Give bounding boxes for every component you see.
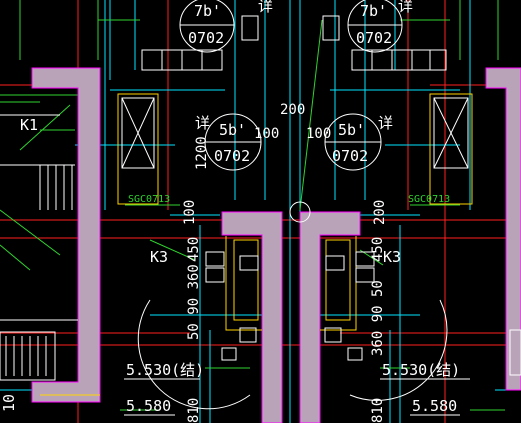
dim-lower-left: 810: [186, 398, 202, 423]
ref-top-right-detail: 7b': [360, 2, 387, 20]
dim-lower-right: 810: [370, 398, 386, 423]
tag-right-vent: K3: [383, 248, 401, 266]
edge-value-left: 10: [0, 394, 18, 412]
elevation-right-finish: 5.580: [412, 397, 457, 415]
dim-vertical-stack-right: 360 90 50: [370, 280, 386, 356]
dim-vertical-run-left: 450: [186, 237, 202, 262]
tag-left-sheet-ref: SGC0713: [128, 194, 170, 205]
green-leaders: [0, 0, 505, 411]
wall-sections: [31, 67, 521, 423]
elevation-left-structural: 5.530(结): [126, 361, 204, 379]
elevation-right-structural: 5.530(结): [382, 361, 460, 379]
ref-mid-right-sheet: 0702: [332, 147, 368, 165]
tag-left-room: K1: [20, 116, 38, 134]
elevation-markers: [124, 378, 470, 416]
detail-mark-right: 详: [378, 114, 393, 132]
ref-mid-left-detail: 5b': [219, 121, 246, 139]
tag-right-sheet-ref: SGC0713: [408, 194, 450, 205]
elevation-left-finish: 5.580: [126, 397, 171, 415]
reference-circles: [137, 0, 448, 410]
dim-right-small: 200: [372, 200, 388, 225]
detail-mark-left: 详: [195, 114, 210, 132]
ref-top-left-detail: 7b': [194, 2, 221, 20]
dim-right-offset: 100: [306, 126, 331, 142]
yellow-frames: [40, 93, 473, 396]
grille-boxes: [0, 15, 521, 381]
detail-mark-top-right: 详: [398, 0, 413, 15]
detail-mark-top-left: 详: [258, 0, 273, 15]
ref-mid-left-sheet: 0702: [214, 147, 250, 165]
dim-vertical-run-right: 450: [370, 237, 386, 262]
dim-vertical-stack-left: 50 90 360: [186, 264, 202, 340]
ref-mid-right-detail: 5b': [338, 121, 365, 139]
tag-left-vent: K3: [150, 248, 168, 266]
dim-shaft-height: 1200: [194, 136, 210, 170]
ref-top-left-sheet: 0702: [188, 29, 224, 47]
dim-left-offset: 100: [254, 126, 279, 142]
dim-center-width: 200: [280, 102, 305, 118]
ref-top-right-sheet: 0702: [356, 29, 392, 47]
dim-left-small: 100: [182, 200, 198, 225]
